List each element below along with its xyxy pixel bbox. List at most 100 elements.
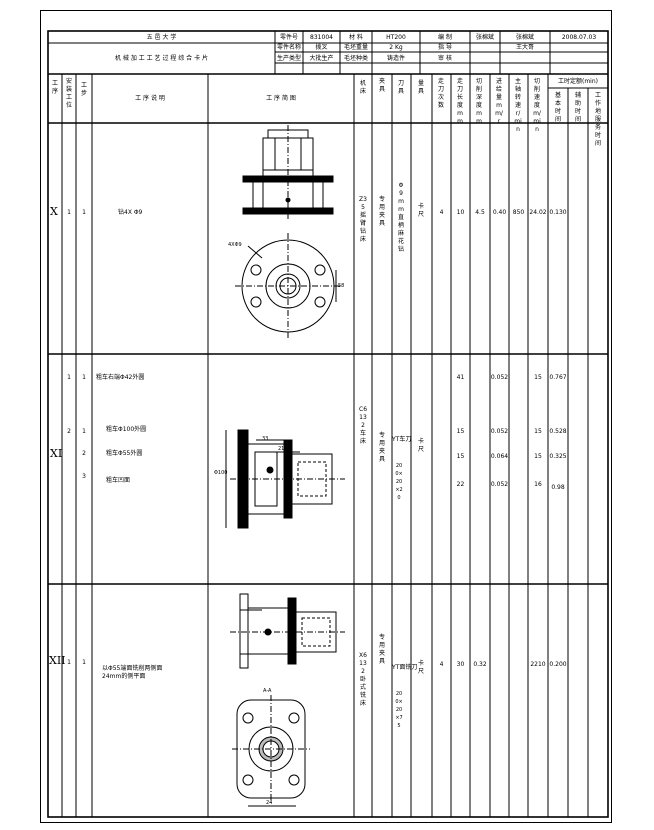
part-name-label: 零件名称 [276, 44, 301, 51]
row-x-speed: 850 [512, 209, 525, 216]
row-xi-step3-cut-speed: 15 [534, 453, 542, 460]
row-xi-step4-cut-speed: 16 [534, 481, 542, 488]
row-xii-process: XII [49, 654, 66, 667]
col-speed: 主轴转速r/min [514, 78, 522, 133]
row-x-depth: 10 [456, 209, 465, 216]
row-xi-tool-spec: 200×20×20 [395, 463, 403, 501]
sketch-x-dim-holes: 4XΦ9 [228, 242, 242, 248]
row-xi-step3-time: 0.325 [549, 453, 567, 460]
row-xi-step2-cut-speed: 15 [534, 428, 542, 435]
drawing-frame [40, 10, 612, 823]
row-xii-cut-speed: 2210 [530, 661, 546, 668]
col-cut-speed: 切削速度m/min [533, 78, 541, 133]
row-xi-step1-step: 1 [82, 374, 86, 381]
col-install: 安装工位 [65, 78, 72, 109]
row-xi-machine: C6132车床 [359, 406, 368, 445]
compiler-name: 张棉斌 [515, 34, 534, 41]
blank-type-value: 铸造件 [386, 55, 405, 62]
row-xii-desc2: 24mm的侧平面 [102, 673, 146, 680]
row-xi-step4-step: 3 [82, 473, 86, 480]
sketch-x-dim-58: 58 [338, 283, 345, 289]
row-xi-step2-desc: 粗车Φ100外圆 [106, 426, 147, 433]
row-xi-step1-feed: 0.052 [490, 374, 509, 381]
sketch-xii-section-label: A-A [263, 688, 272, 694]
col-process: 工序 [51, 80, 58, 95]
row-xii-cut-depth: 0.32 [473, 661, 487, 668]
row-xi-process: XI [50, 447, 63, 460]
col-passes: 走刀次数 [437, 78, 444, 109]
weight-value: 2 Kg [389, 44, 403, 51]
guide-value: 王大哥 [515, 44, 534, 51]
row-xi-tool: YT车刀 [392, 436, 412, 443]
col-t-place: 工作地服务时间 [594, 92, 601, 147]
sketch-xii-dim-24: 24 [266, 800, 273, 806]
col-tool: 刀具 [397, 80, 404, 95]
row-xi-fixture: 专用夹具 [378, 432, 385, 463]
compiled-label: 编 制 [438, 34, 452, 41]
col-time-group: 工时定额(min) [558, 78, 598, 85]
row-xi-step1-cut-speed: 15 [534, 374, 542, 381]
row-x-desc: 钻4X Φ9 [118, 209, 143, 216]
row-x-install: 1 [67, 209, 71, 216]
col-t-aux: 辅助时间 [574, 92, 581, 123]
part-no-value: 831004 [310, 34, 333, 41]
sketch-xi-dim-dia: Φ100 [214, 470, 228, 476]
row-xii-depth: 30 [456, 661, 465, 668]
col-t-basic: 基本时间 [554, 92, 561, 123]
row-xi-step4-passes: 22 [456, 481, 465, 488]
row-xii-machine: X6132卧式铣床 [359, 652, 367, 707]
row-x-cut-speed: 24.02 [529, 209, 547, 216]
compiler-value: 张棉斌 [475, 34, 494, 41]
row-xii-tool-spec: 200×20×75 [395, 691, 403, 729]
row-xi-step1-time: 0.767 [549, 374, 567, 381]
row-xi-step4-feed: 0.052 [490, 481, 509, 488]
blank-type-label: 毛坯种类 [343, 55, 368, 62]
row-xii-desc: 以Φ55端面铣削两侧面 [102, 665, 163, 672]
col-depth: 走刀长度mm [456, 78, 463, 125]
row-xi-step2-feed: 0.052 [490, 428, 509, 435]
row-xi-step2-install: 2 [67, 428, 71, 435]
row-x-process: X [50, 205, 58, 218]
col-feed: 进给量mm/r [495, 78, 503, 125]
col-step: 工步 [80, 82, 87, 97]
row-x-feed: 0.40 [492, 209, 507, 216]
row-xi-step1-passes: 41 [456, 374, 465, 381]
row-xii-install: 1 [67, 659, 71, 666]
row-xii-step: 1 [82, 659, 86, 666]
card-title: 机 械 加 工 工 艺 过 程 综 合 卡 片 [115, 55, 208, 62]
row-xi-step3-feed: 0.064 [490, 453, 509, 460]
row-x-machine: Z35摇臂钻床 [359, 196, 367, 243]
weight-label: 毛坯重量 [343, 44, 368, 51]
review-label: 审 核 [438, 55, 452, 62]
row-x-cut-depth: 4.5 [475, 209, 485, 216]
col-sketch: 工 序 简 图 [266, 95, 296, 102]
row-x-gauge: 卡尺 [417, 203, 424, 218]
row-xii-fixture: 专用夹具 [378, 634, 385, 665]
row-xi-step4-desc: 粗车凹面 [106, 477, 131, 484]
row-xii-gauge: 卡尺 [417, 660, 424, 675]
sketch-xi-dim-21: 21 [278, 446, 285, 452]
row-xii-time: 0.200 [549, 661, 567, 668]
row-xi-step3-step: 2 [82, 450, 86, 457]
row-x-step: 1 [82, 209, 86, 216]
row-xi-step2-time: 0.528 [549, 428, 567, 435]
row-xi-step2-passes: 15 [456, 428, 465, 435]
material-label: 材 料 [349, 34, 363, 41]
col-machine: 机床 [359, 80, 366, 95]
col-fixture: 夹具 [378, 78, 385, 93]
row-xi-gauge: 卡尺 [417, 438, 424, 453]
part-no-label: 零件号 [279, 34, 298, 41]
date-value: 2008.07.03 [561, 34, 597, 41]
row-xi-step3-passes: 15 [456, 453, 465, 460]
row-xii-tool: YT面铣刀 [392, 664, 418, 671]
col-gauge: 量具 [417, 80, 424, 95]
row-x-tool: Φ9mm直柄麻花钻 [397, 182, 404, 253]
row-x-passes: 4 [439, 209, 444, 216]
part-name-value: 拨叉 [315, 44, 328, 51]
row-xi-step4-time: 0.98 [551, 484, 565, 491]
row-xi-step1-install: 1 [67, 374, 71, 381]
